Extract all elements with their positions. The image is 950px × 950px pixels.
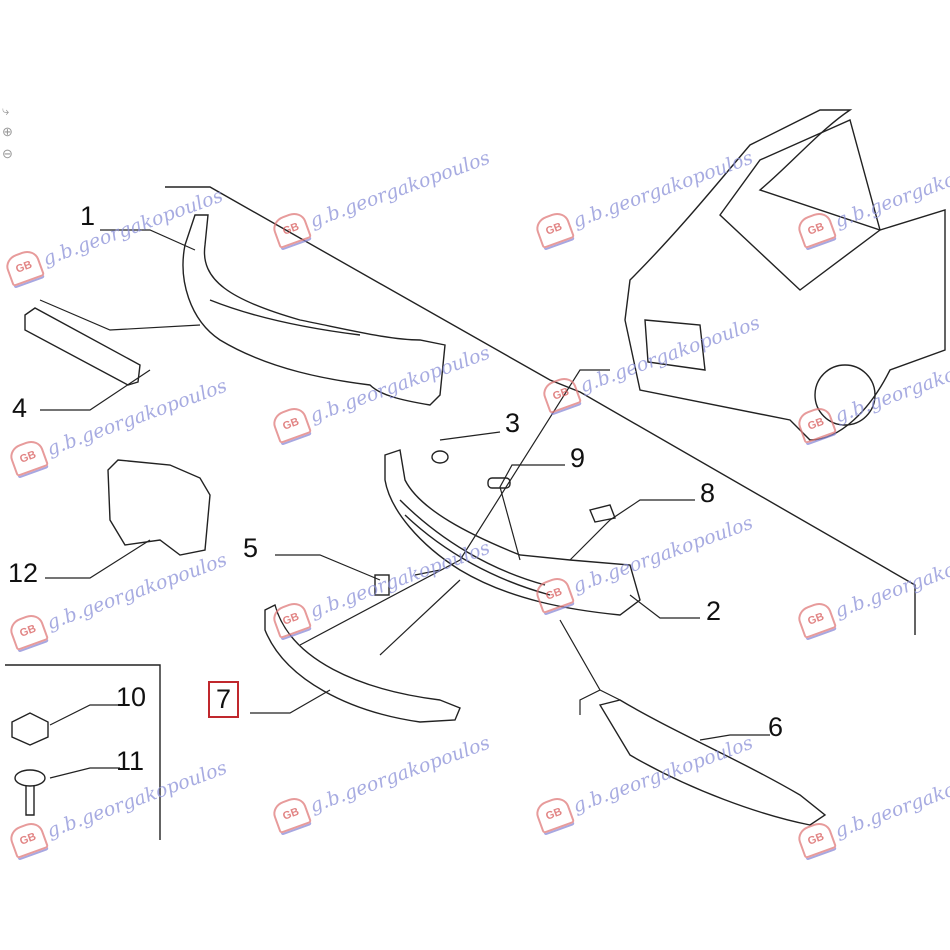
part-2-grille xyxy=(399,499,551,596)
hardware-box-line xyxy=(5,664,161,840)
zoom-out-icon[interactable]: ⊖ xyxy=(2,146,13,161)
vehicle-windshield xyxy=(719,119,881,291)
label-part-4: 4 xyxy=(12,393,28,423)
label-part-5: 5 xyxy=(243,533,259,563)
label-part-9: 9 xyxy=(570,443,586,473)
part-2-lower-bumper xyxy=(384,449,641,616)
part-10-nut xyxy=(11,712,49,746)
part-3-clip xyxy=(431,450,449,464)
part-1-bumper-cover xyxy=(182,214,446,406)
label-part-10: 10 xyxy=(116,682,147,712)
label-part-11: 11 xyxy=(116,746,145,776)
zoom-in-icon[interactable]: ⊕ xyxy=(2,124,13,139)
label-part-7-highlighted[interactable]: 7 xyxy=(208,681,240,718)
label-part-6: 6 xyxy=(768,712,784,742)
vehicle-outline xyxy=(624,109,946,441)
label-part-3: 3 xyxy=(505,408,521,438)
label-part-2: 2 xyxy=(706,596,722,626)
part-9-insert xyxy=(487,477,511,489)
label-part-8: 8 xyxy=(700,478,716,508)
part-11-screw-head xyxy=(14,769,46,787)
part-7-trim-strip xyxy=(264,603,461,723)
label-part-12: 12 xyxy=(8,558,39,588)
leader-lines xyxy=(39,229,770,779)
part-5-clip xyxy=(374,574,390,596)
vehicle-grille xyxy=(644,319,706,371)
part-6-skid-plate xyxy=(598,699,827,826)
vehicle-wheel xyxy=(814,364,876,426)
part-12-bracket xyxy=(107,459,211,556)
fit-to-screen-icon[interactable]: ⤷ xyxy=(2,103,10,118)
part-1-detail xyxy=(209,299,361,336)
label-part-1: 1 xyxy=(80,201,96,231)
part-8-cover xyxy=(589,504,616,523)
assembly-bracket-line xyxy=(165,186,916,635)
part-11-screw-shaft xyxy=(25,786,35,816)
part-4-grille-strip xyxy=(24,307,141,386)
